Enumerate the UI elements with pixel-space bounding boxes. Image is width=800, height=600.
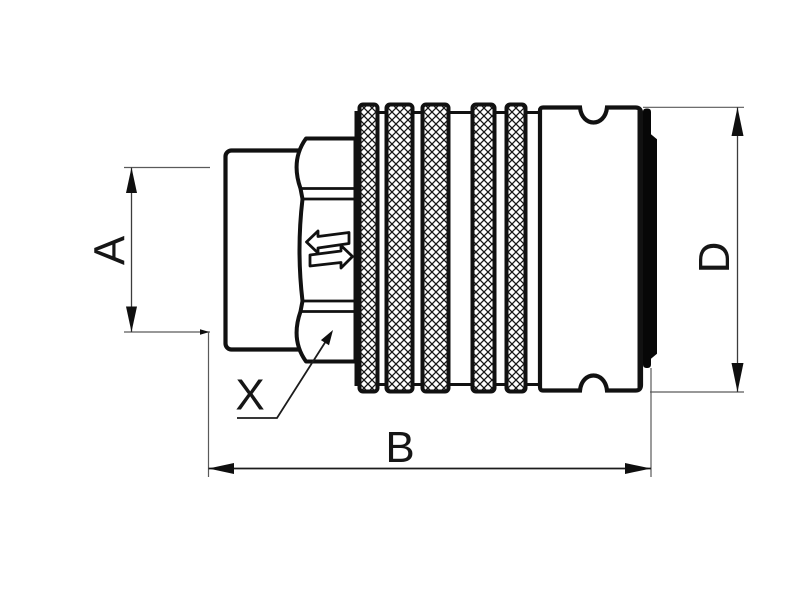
callout-x-label: X	[235, 371, 264, 420]
knurled-collar	[357, 102, 528, 394]
dim-b-label: B	[385, 423, 414, 472]
knurl-ring-4	[470, 102, 497, 394]
dim-a-arrow-down	[126, 306, 137, 332]
dim-b-arrow-right	[625, 463, 651, 474]
hex-nut-outline	[294, 136, 358, 364]
dimension-b: B	[207, 332, 652, 477]
dim-d-arrow-up	[731, 107, 744, 136]
dim-a-ext-tick-arrow	[200, 329, 210, 335]
dim-d-label: D	[690, 242, 739, 274]
dimension-d: D	[643, 106, 744, 393]
dim-d-arrow-down	[731, 363, 744, 392]
knurl-ring-5	[504, 102, 528, 394]
hex-facet-lines	[300, 187, 356, 313]
callout-x-arrowhead	[320, 330, 333, 346]
dim-a-arrow-up	[126, 167, 137, 193]
end-seal	[643, 108, 657, 368]
callout-x-leader	[237, 340, 327, 419]
knurl-ring-3	[420, 102, 451, 394]
hex-nut	[294, 136, 358, 364]
release-sleeve	[537, 105, 644, 393]
knurl-ring-2	[384, 102, 415, 394]
flow-direction-arrows-icon	[305, 229, 354, 270]
knurl-ring-1	[357, 102, 380, 394]
callout-x: X	[235, 330, 333, 420]
dim-a-label: A	[86, 235, 135, 265]
dim-b-arrow-left	[208, 463, 234, 474]
port-body	[223, 148, 306, 352]
dimension-a: A	[86, 166, 210, 335]
